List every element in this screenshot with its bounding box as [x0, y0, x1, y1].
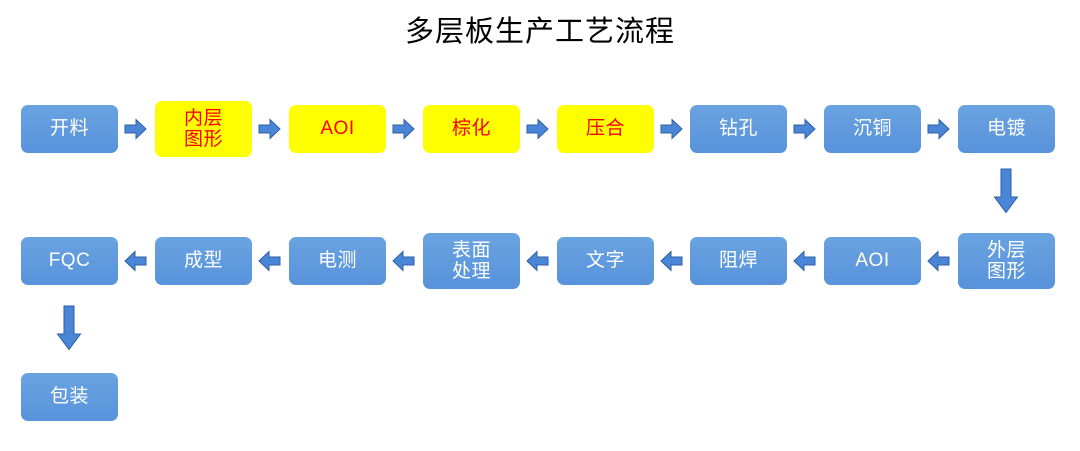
node-label: 内层 图形 [183, 108, 223, 150]
process-node-zuhan[interactable]: 阻焊 [690, 237, 787, 285]
arrow-left-icon [258, 249, 281, 273]
arrow-right-icon [258, 117, 281, 141]
page-title: 多层板生产工艺流程 [404, 16, 675, 48]
arrow-left-icon [927, 249, 950, 273]
node-label: 沉铜 [852, 118, 892, 139]
process-node-yahe[interactable]: 压合 [557, 105, 654, 153]
node-label: 包装 [49, 386, 89, 407]
node-label: AOI [320, 118, 355, 139]
node-label: 表面 处理 [451, 240, 491, 282]
process-node-aoi-outer[interactable]: AOI [824, 237, 921, 285]
node-label: 电镀 [986, 118, 1026, 139]
arrow-left-icon [660, 249, 683, 273]
node-label: 开料 [49, 118, 89, 139]
arrow-right-icon [392, 117, 415, 141]
node-label: 文字 [585, 250, 625, 271]
arrow-left-icon [526, 249, 549, 273]
arrow-down-icon [993, 168, 1019, 214]
arrow-right-icon [927, 117, 950, 141]
process-node-chengxing[interactable]: 成型 [155, 237, 252, 285]
node-label: FQC [48, 250, 91, 271]
process-node-diandu[interactable]: 电镀 [958, 105, 1055, 153]
process-node-aoi-inner[interactable]: AOI [289, 105, 386, 153]
process-node-neiceng-tuxing[interactable]: 内层 图形 [155, 101, 252, 157]
arrow-down-icon [56, 305, 82, 351]
node-label: AOI [855, 250, 890, 271]
process-node-zonghua[interactable]: 棕化 [423, 105, 520, 153]
process-node-wenzi[interactable]: 文字 [557, 237, 654, 285]
arrow-right-icon [526, 117, 549, 141]
process-node-biaomian-chuli[interactable]: 表面 处理 [423, 233, 520, 289]
process-node-waiceng-tuxing[interactable]: 外层 图形 [958, 233, 1055, 289]
node-label: 成型 [183, 250, 223, 271]
node-label: 钻孔 [718, 118, 758, 139]
process-node-kailiao[interactable]: 开料 [21, 105, 118, 153]
process-node-baozhuang[interactable]: 包装 [21, 373, 118, 421]
arrow-right-icon [124, 117, 147, 141]
arrow-left-icon [793, 249, 816, 273]
node-label: 棕化 [451, 118, 491, 139]
node-label: 电测 [317, 250, 357, 271]
node-label: 阻焊 [718, 250, 758, 271]
arrow-right-icon [793, 117, 816, 141]
process-node-chentong[interactable]: 沉铜 [824, 105, 921, 153]
arrow-right-icon [660, 117, 683, 141]
node-label: 外层 图形 [986, 240, 1026, 282]
arrow-left-icon [124, 249, 147, 273]
arrow-left-icon [392, 249, 415, 273]
node-label: 压合 [585, 118, 625, 139]
process-node-zuankong[interactable]: 钻孔 [690, 105, 787, 153]
process-node-diance[interactable]: 电测 [289, 237, 386, 285]
process-node-fqc[interactable]: FQC [21, 237, 118, 285]
